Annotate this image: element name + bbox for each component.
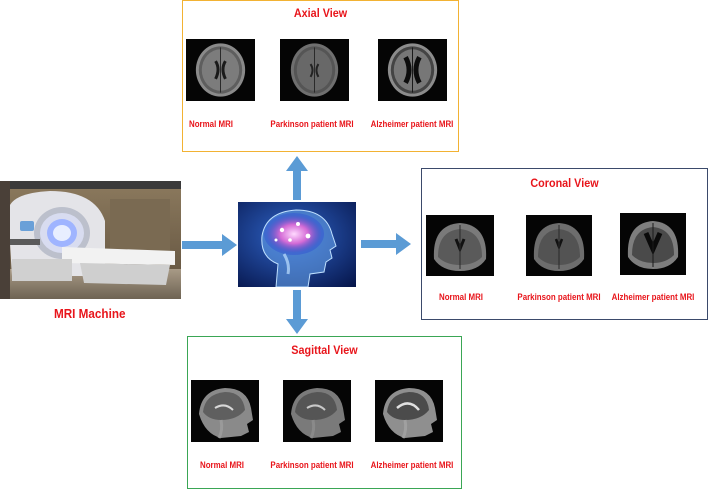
arrow-brain-to-sagittal [286, 290, 308, 334]
arrow-brain-to-axial [286, 156, 308, 200]
coronal-normal-caption: Normal MRI [438, 292, 484, 302]
arrow-machine-to-brain [182, 234, 237, 256]
mri-machine-image [0, 181, 181, 299]
axial-view-title: Axial View [293, 6, 348, 20]
coronal-view-title: Coronal View [530, 176, 599, 190]
arrow-brain-to-coronal [361, 233, 411, 255]
axial-parkinson-caption: Parkinson patient MRI [270, 119, 354, 129]
axial-alzheimer-scan [378, 39, 447, 101]
sagittal-view-title: Sagittal View [291, 343, 358, 357]
axial-normal-scan [186, 39, 255, 101]
sagittal-view-panel: Sagittal View Normal MRI Parkinson patie… [187, 336, 462, 489]
mri-machine-label: MRI Machine [53, 306, 126, 321]
axial-normal-caption: Normal MRI [188, 119, 234, 129]
sagittal-alzheimer-caption: Alzheimer patient MRI [370, 460, 454, 470]
axial-alzheimer-caption: Alzheimer patient MRI [370, 119, 454, 129]
coronal-view-panel: Coronal View Normal MRI Parkinson patien… [421, 168, 708, 320]
coronal-parkinson-caption: Parkinson patient MRI [517, 292, 601, 302]
brain-illustration [238, 202, 356, 287]
sagittal-parkinson-scan [283, 380, 351, 442]
sagittal-alzheimer-scan [375, 380, 443, 442]
coronal-alzheimer-caption: Alzheimer patient MRI [611, 292, 695, 302]
sagittal-normal-scan [191, 380, 259, 442]
coronal-normal-scan [426, 215, 494, 276]
coronal-alzheimer-scan [620, 213, 686, 275]
axial-view-panel: Axial View Normal MRI Parkinson patient … [182, 0, 459, 152]
coronal-parkinson-scan [526, 215, 592, 276]
axial-parkinson-scan [280, 39, 349, 101]
sagittal-normal-caption: Normal MRI [199, 460, 245, 470]
sagittal-parkinson-caption: Parkinson patient MRI [270, 460, 354, 470]
